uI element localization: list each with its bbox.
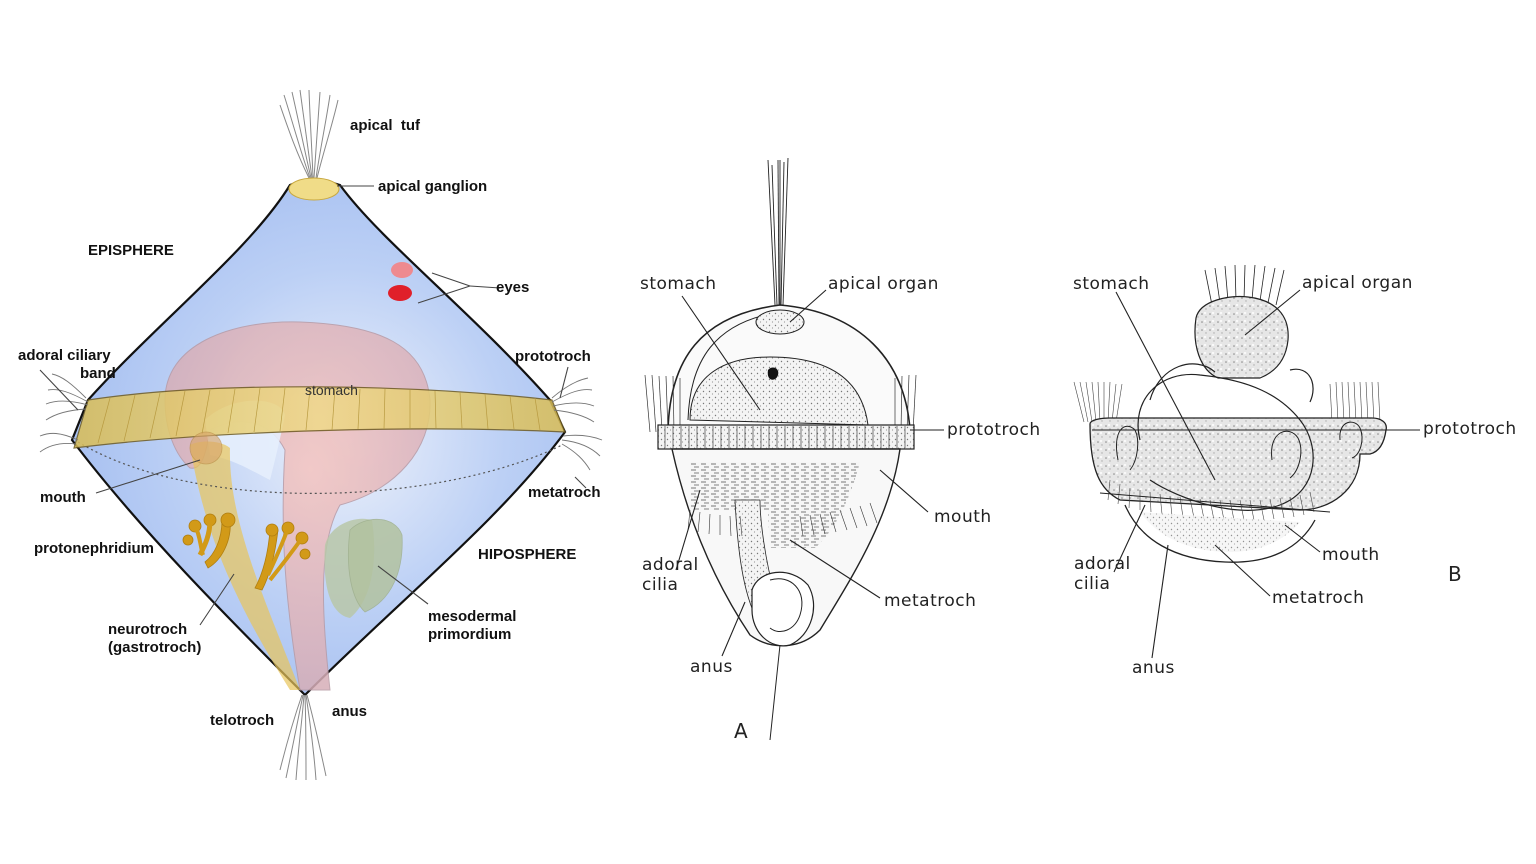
b-label-anus: anus xyxy=(1132,658,1175,678)
protonephridium-left xyxy=(182,512,236,569)
telotroch-cilia xyxy=(279,694,327,781)
label-apical-tuft: apical tuf xyxy=(350,117,421,134)
label-mesodermal-2: primordium xyxy=(428,626,511,643)
eye-lower xyxy=(388,285,412,301)
a-intestine-fold xyxy=(769,578,803,632)
a-panel-letter: A xyxy=(734,719,748,743)
b-lower-body xyxy=(1124,504,1316,563)
leader-lines-left xyxy=(39,185,587,626)
b-upper-lobes xyxy=(1149,363,1314,403)
b-label-metatroch: metatroch xyxy=(1272,588,1364,608)
b-lower-stipple xyxy=(1140,512,1300,552)
label-apical-ganglion: apical ganglion xyxy=(378,178,487,195)
a-band-hatch xyxy=(664,426,906,448)
label-adoral-ciliary-1: adoral ciliary xyxy=(18,347,111,364)
mesodermal-primordium xyxy=(324,518,403,618)
a-label-adoral-2: cilia xyxy=(642,575,678,595)
label-mouth: mouth xyxy=(40,489,86,506)
b-gut-outline xyxy=(1137,373,1314,511)
b-metatroch-cilia xyxy=(1107,479,1315,521)
b-label-prototroch: prototroch xyxy=(1423,419,1517,439)
a-telotroch xyxy=(769,644,781,741)
b-metatroch-line xyxy=(1099,492,1331,513)
label-mesodermal-1: mesodermal xyxy=(428,608,516,625)
a-label-anus: anus xyxy=(690,657,733,677)
a-label-stomach: stomach xyxy=(640,274,717,294)
leader-lines-b xyxy=(1113,289,1420,659)
label-adoral-ciliary-2: band xyxy=(80,365,116,382)
label-neurotroch-2: (gastrotroch) xyxy=(108,639,201,656)
label-prototroch: prototroch xyxy=(515,348,591,365)
b-panel-letter: B xyxy=(1448,562,1462,586)
line-drawing-a: stomach apical organ prototroch mouth ad… xyxy=(640,157,1041,743)
a-prototroch-band xyxy=(657,424,915,450)
neurotroch xyxy=(190,441,300,690)
b-lobe-left xyxy=(1116,425,1139,471)
a-label-prototroch: prototroch xyxy=(947,420,1041,440)
b-label-stomach: stomach xyxy=(1073,274,1150,294)
b-lobe-right xyxy=(1339,421,1363,459)
label-stomach: stomach xyxy=(305,382,358,398)
b-label-mouth: mouth xyxy=(1322,545,1380,565)
band-ridges xyxy=(97,387,541,444)
label-hiposphere: HIPOSPHERE xyxy=(478,546,576,563)
a-label-mouth: mouth xyxy=(934,507,992,527)
b-label-adoral-2: cilia xyxy=(1074,574,1110,594)
b-apical-tuft xyxy=(1204,264,1285,306)
b-label-adoral-1: adoral xyxy=(1074,554,1131,574)
a-stomach xyxy=(689,356,869,426)
colored-trochophore: apical tuf apical ganglion EPISPHERE eye… xyxy=(18,89,603,781)
leader-lines-a xyxy=(675,289,944,657)
label-episphere: EPISPHERE xyxy=(88,242,174,259)
a-intestine xyxy=(751,571,815,647)
b-label-apical-organ: apical organ xyxy=(1302,273,1413,293)
mouth xyxy=(189,431,223,465)
label-metatroch: metatroch xyxy=(528,484,601,501)
a-apical-organ xyxy=(755,309,805,335)
label-protonephridium: protonephridium xyxy=(34,540,154,557)
label-anus: anus xyxy=(332,703,367,720)
a-label-apical-organ: apical organ xyxy=(828,274,939,294)
protonephridium-right xyxy=(254,521,311,591)
label-telotroch: telotroch xyxy=(210,712,274,729)
label-neurotroch-1: neurotroch xyxy=(108,621,187,638)
b-prototroch-cilia xyxy=(1073,381,1381,423)
apical-tuft-cilia xyxy=(279,89,339,179)
a-label-adoral-1: adoral xyxy=(642,555,699,575)
label-eyes: eyes xyxy=(496,279,529,296)
prototroch-cilia xyxy=(39,373,603,471)
line-drawing-b: stomach apical organ prototroch mouth ad… xyxy=(1073,264,1517,678)
a-prototroch-cilia xyxy=(644,374,917,433)
apical-ganglion xyxy=(288,177,340,201)
a-gut-dashes xyxy=(765,462,860,548)
a-metatroch-cilia xyxy=(687,502,878,537)
a-dark-spot xyxy=(767,367,779,380)
eye-upper xyxy=(391,262,413,278)
b-apical-organ xyxy=(1194,296,1289,379)
b-prototroch-band xyxy=(1089,417,1387,511)
a-label-metatroch: metatroch xyxy=(884,591,976,611)
a-apical-tuft xyxy=(767,157,789,306)
metatroch-line xyxy=(77,441,563,494)
b-lobe-mid xyxy=(1271,430,1302,479)
